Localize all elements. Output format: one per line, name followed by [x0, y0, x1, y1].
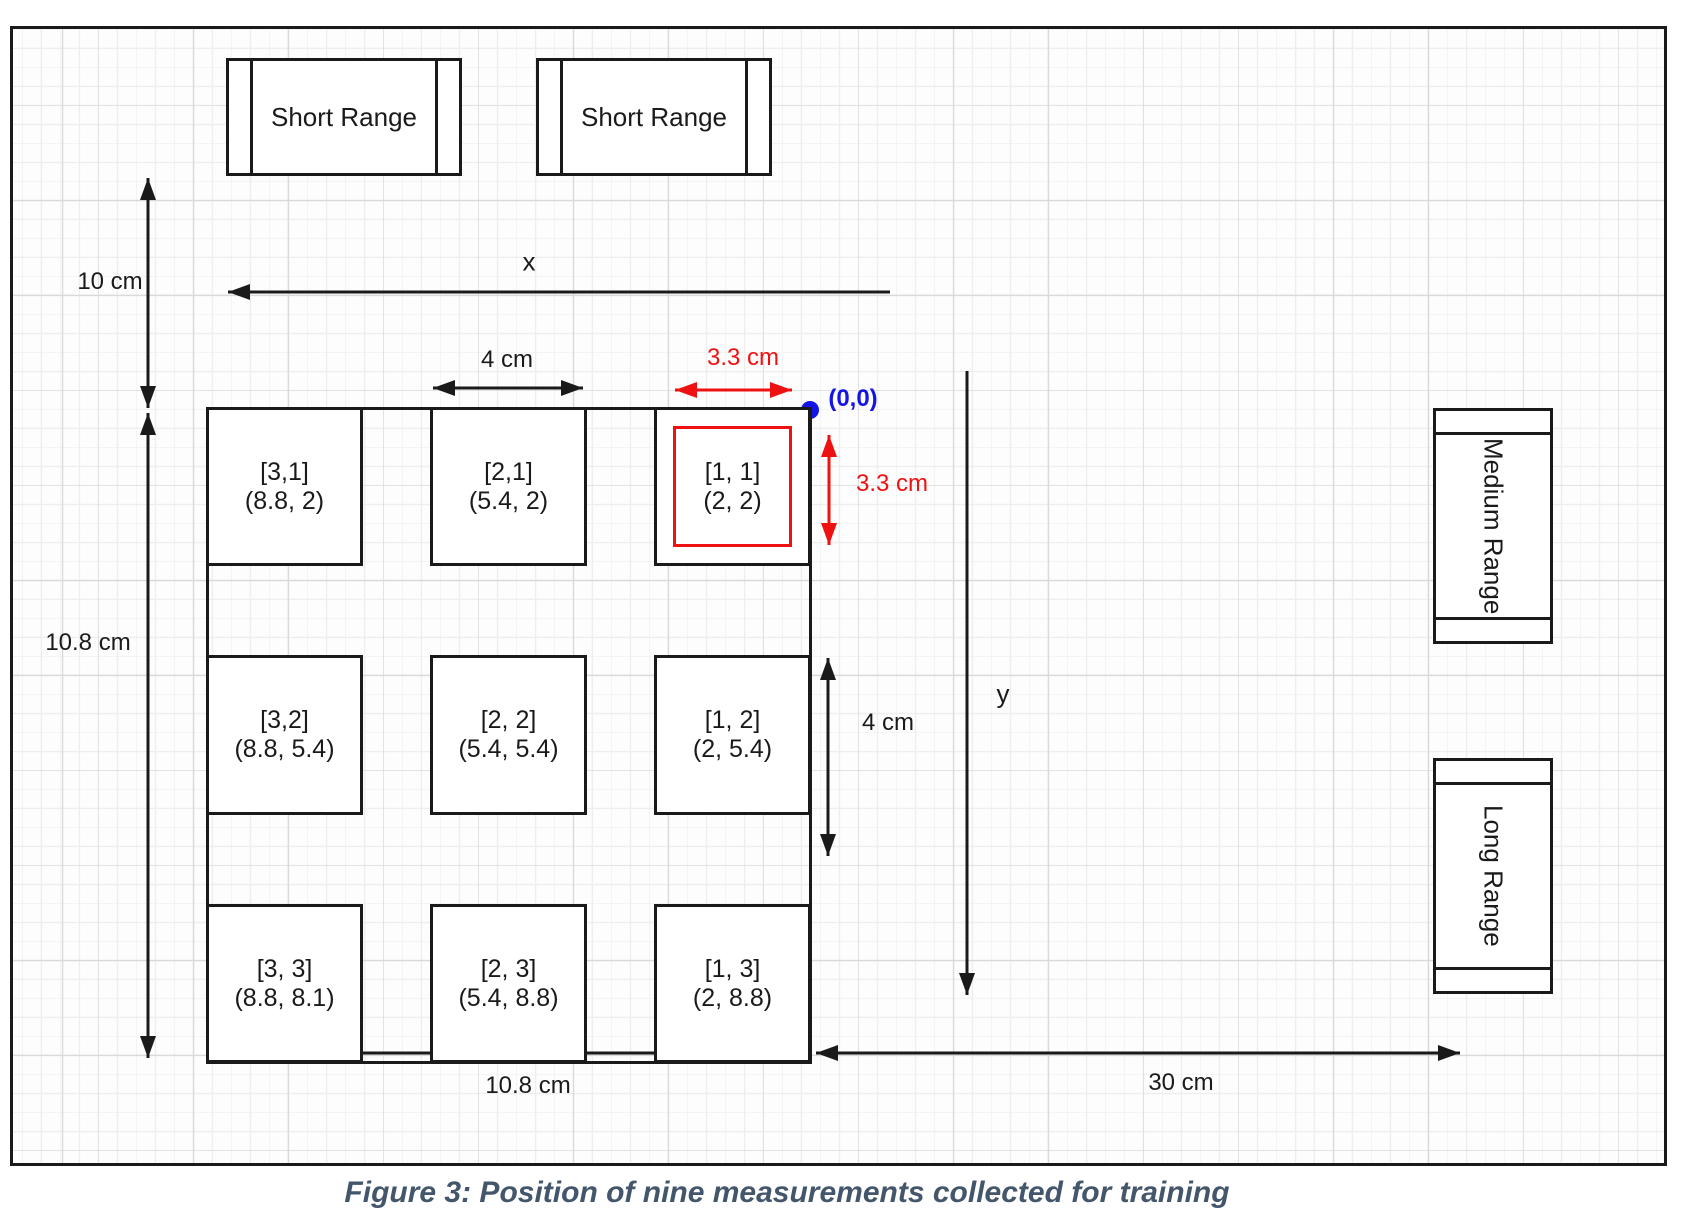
cell-index: [1, 1]: [704, 457, 761, 486]
sensor-end-cap: [1436, 967, 1550, 970]
measurement-cell-2-3: [2, 3] (5.4, 8.8): [430, 904, 587, 1063]
medium-range-sensor: Medium Range: [1433, 408, 1553, 644]
dim-4cm-top-label: 4 cm: [480, 346, 534, 373]
y-axis-label: y: [996, 678, 1010, 709]
sensor-end-cap: [745, 61, 748, 173]
measurement-cell-1-3: [1, 3] (2, 8.8): [654, 904, 811, 1063]
medium-range-label: Medium Range: [1478, 437, 1509, 615]
short-range-2-label: Short Range: [581, 101, 727, 132]
measurement-cell-3-1: [3,1] (8.8, 2): [206, 407, 363, 566]
cell-index: [1, 3]: [704, 954, 761, 983]
short-range-sensor-1: Short Range: [226, 58, 462, 176]
cell-index: [3, 3]: [256, 954, 313, 983]
cell-coords: (8.8, 8.1): [234, 983, 335, 1012]
highlighted-cell-outline: [673, 426, 792, 547]
measurement-cell-1-1: [1, 1] (2, 2): [654, 407, 811, 566]
sensor-end-cap: [435, 61, 438, 173]
sensor-end-cap: [250, 61, 253, 173]
dim-30cm-label: 30 cm: [1148, 1069, 1214, 1096]
dim-10cm-label: 10 cm: [77, 268, 143, 295]
dim-10-8cm-left-label: 10.8 cm: [45, 629, 131, 656]
measurement-cell-1-2: [1, 2] (2, 5.4): [654, 655, 811, 815]
cell-coords: (5.4, 2): [468, 486, 549, 515]
cell-index: [1, 2]: [704, 706, 761, 734]
cell-coords: (5.4, 8.8): [458, 983, 559, 1012]
cell-coords: (8.8, 2): [244, 486, 325, 515]
dim-3-3cm-top-label: 3.3 cm: [706, 344, 780, 371]
cell-index: [2,1]: [484, 457, 533, 486]
cell-coords: (8.8, 5.4): [234, 735, 335, 763]
short-range-sensor-2: Short Range: [536, 58, 772, 176]
figure-caption: Figure 3: Position of nine measurements …: [344, 1176, 1230, 1209]
cell-coords: (2, 5.4): [692, 735, 773, 763]
sensor-end-cap: [1436, 432, 1550, 435]
x-axis-label: x: [522, 246, 536, 277]
short-range-1-label: Short Range: [271, 101, 417, 132]
cell-index: [2, 2]: [480, 706, 537, 734]
sensor-end-cap: [560, 61, 563, 173]
cell-index: [2, 3]: [480, 954, 537, 983]
measurement-cell-2-1: [2,1] (5.4, 2): [430, 407, 587, 566]
measurement-cell-3-2: [3,2] (8.8, 5.4): [206, 655, 363, 815]
cell-index: [3,1]: [260, 457, 309, 486]
cell-coords: (5.4, 5.4): [458, 735, 559, 763]
origin-label: (0,0): [828, 385, 878, 412]
sensor-end-cap: [1436, 782, 1550, 785]
cell-index: [3,2]: [260, 706, 309, 734]
sensor-end-cap: [1436, 617, 1550, 620]
long-range-label: Long Range: [1478, 805, 1509, 947]
measurement-cell-2-2: [2, 2] (5.4, 5.4): [430, 655, 587, 815]
dim-4cm-right-label: 4 cm: [861, 709, 915, 736]
dim-10-8cm-bottom-label: 10.8 cm: [485, 1072, 571, 1099]
cell-coords: (2, 2): [703, 486, 762, 515]
dim-3-3cm-right-label: 3.3 cm: [855, 470, 929, 497]
cell-coords: (2, 8.8): [692, 983, 773, 1012]
measurement-cell-3-3: [3, 3] (8.8, 8.1): [206, 904, 363, 1063]
long-range-sensor: Long Range: [1433, 758, 1553, 994]
